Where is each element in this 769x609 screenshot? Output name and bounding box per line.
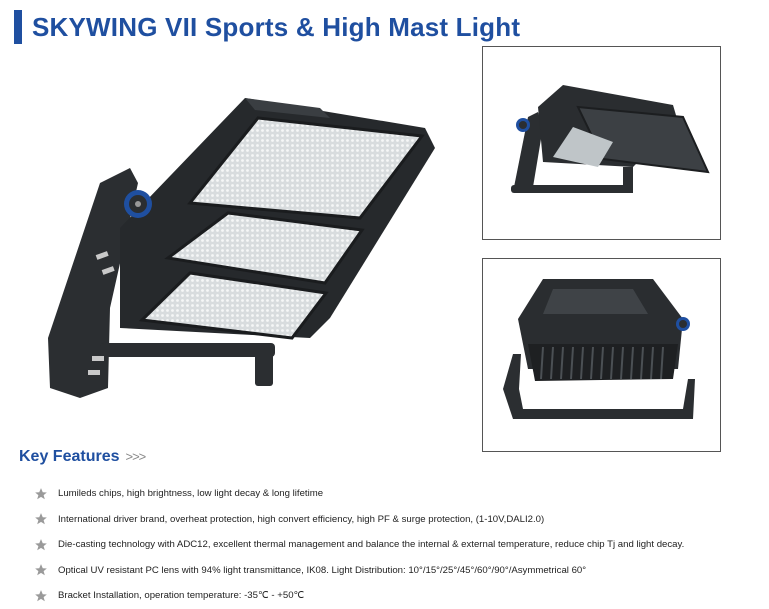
- key-features-heading-text: Key Features: [19, 448, 120, 465]
- feature-text: Optical UV resistant PC lens with 94% li…: [58, 564, 587, 576]
- page-title: SKYWING VII Sports & High Mast Light: [32, 12, 521, 42]
- feature-list: Lumileds chips, high brightness, low lig…: [34, 481, 754, 609]
- star-icon: [34, 563, 48, 577]
- star-icon: [34, 538, 48, 552]
- list-item: Lumileds chips, high brightness, low lig…: [34, 481, 754, 507]
- chevrons-icon: >>>: [125, 449, 147, 464]
- list-item: Die-casting technology with ADC12, excel…: [34, 532, 754, 558]
- feature-text: Lumileds chips, high brightness, low lig…: [58, 488, 324, 500]
- list-item: Bracket Installation, operation temperat…: [34, 583, 754, 609]
- list-item: International driver brand, overheat pro…: [34, 507, 754, 533]
- key-features-heading: Key Features >>>: [19, 448, 147, 466]
- list-item: Optical UV resistant PC lens with 94% li…: [34, 558, 754, 584]
- visor-view-photo: [482, 46, 721, 240]
- star-icon: [34, 512, 48, 526]
- main-product-photo: [48, 98, 435, 398]
- star-icon: [34, 589, 48, 603]
- rear-view-photo: [482, 258, 721, 452]
- feature-text: Bracket Installation, operation temperat…: [58, 590, 305, 602]
- star-icon: [34, 487, 48, 501]
- feature-text: Die-casting technology with ADC12, excel…: [58, 539, 685, 551]
- title-accent-bar: [14, 10, 22, 44]
- feature-text: International driver brand, overheat pro…: [58, 513, 545, 525]
